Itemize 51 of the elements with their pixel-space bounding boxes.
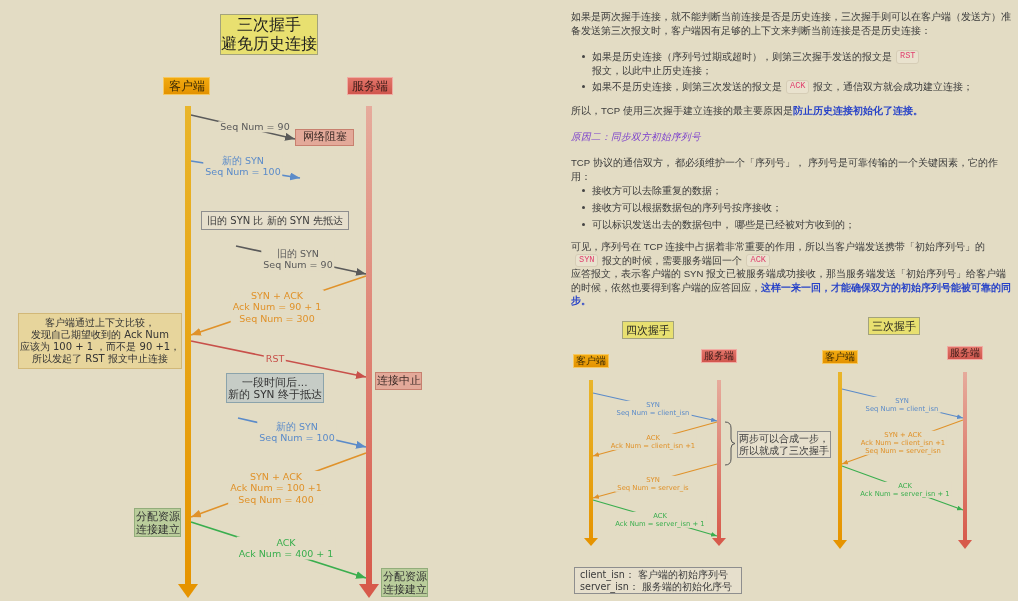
message-arrow [190, 340, 367, 379]
status-box: 网络阻塞 [295, 129, 354, 146]
note-box: client_isn： 客户端的初始序列号 server_isn： 服务端的初始化序号 [574, 567, 742, 594]
lifeline [833, 372, 847, 549]
client-header: 客户端 [163, 77, 210, 95]
note-box: 客户端通过上下文比较，发现自己期望收到的 Ack Num 应该为 100 + 1 ，而不是 90 +1，所以发起了 RST 报文中止连接 [18, 313, 182, 369]
edge-label: ACK Ack Num = 400 + 1 [236, 536, 336, 560]
lifeline [584, 380, 598, 546]
code-tag: RST [896, 50, 920, 64]
code-tag: ACK [786, 80, 810, 94]
edge-label: SYN + ACK Ack Num = 90 + 1 Seq Num = 300 [230, 289, 324, 325]
edge-label: 新的 SYN Seq Num = 100 [257, 420, 337, 444]
edge-label: 旧的 SYN Seq Num = 90 [261, 247, 335, 271]
paragraph-text: 应答报文，表示客户端的 SYN 报文已被服务端成功接收，那当服务端发送「初始序列号」给客户端的时候，依然也要得到客户端的应答回应，这样一来一回，才能确保双方的初始序列号能被可靠的同步。 [571, 267, 1011, 308]
note-box: 两步可以合成一步，所以就成了三次握手 [737, 431, 831, 458]
paragraph-text: 报文，通信双方就会成功建立连接； [813, 80, 974, 94]
paragraph-text: 接收方可以去除重复的数据； [592, 184, 723, 198]
client-header: 客户端 [822, 350, 858, 364]
paragraph-text: 接收方可以根据数据包的序列号按序接收； [592, 201, 783, 215]
paragraph-text: 报文，以此中止历史连接； [592, 63, 712, 77]
status-box: 分配资源连接建立 [134, 508, 181, 537]
section-heading: 原因二：同步双方初始序列号 [571, 130, 702, 144]
lifeline [958, 372, 972, 549]
code-tag: SYN [575, 253, 599, 267]
title-box: 三次握手 避免历史连接 [220, 14, 318, 55]
paragraph-text: 如果是两次握手连接，就不能判断当前连接是否是历史连接，三次握手则可以在客户端（发送方）准备发送第三次报文时，客户端因有足够的上下文来判断当前连接是否是历史连接： [571, 10, 1011, 37]
status-box: 分配资源连接建立 [381, 568, 428, 597]
paragraph-text: 可见，序列号在 TCP 连接中占据着非常重要的作用，所以当客户端发送携带「初始序列号」的 [571, 240, 986, 254]
edge-label: 新的 SYN Seq Num = 100 [203, 154, 283, 178]
server-header: 服务端 [347, 77, 393, 95]
paragraph-text: TCP 协议的通信双方， 都必须维护一个「序列号」， 序列号是可靠传输的一个关键因素，它的作用： [571, 156, 999, 183]
title-box: 三次握手 [868, 317, 920, 335]
edge-label: SYN + ACK Ack Num = 100 +1 Seq Num = 400 [228, 470, 324, 506]
status-box: 连接中止 [375, 372, 422, 390]
edge-label: RST [263, 353, 287, 365]
code-tag: ACK [746, 253, 770, 267]
server-header: 服务端 [701, 349, 737, 363]
server-header: 服务端 [947, 346, 983, 360]
title-box: 四次握手 [622, 321, 674, 339]
lifeline [359, 106, 379, 598]
edge-label: Seq Num = 90 [218, 121, 292, 133]
lifeline [712, 380, 726, 546]
paragraph-text: 可以标识发送出去的数据包中， 哪些是已经被对方收到的； [592, 218, 856, 232]
paragraph-text: 如果是历史连接（序列号过期或超时），则第三次握手发送的报文是 [592, 50, 892, 64]
paragraph-text: 如果不是历史连接，则第三次发送的报文是 [592, 80, 782, 94]
client-header: 客户端 [573, 354, 609, 368]
note-box: 一段时间后... 新的 SYN 终于抵达 [226, 373, 324, 403]
lifeline [178, 106, 198, 598]
note-box: 旧的 SYN 比 新的 SYN 先抵达 [201, 211, 349, 230]
paragraph-text: 所以，TCP 使用三次握手建立连接的最主要原因是防止历史连接初始化了连接。 [571, 104, 924, 118]
paragraph-text: 报文的时候，需要服务端回一个 [602, 253, 743, 267]
